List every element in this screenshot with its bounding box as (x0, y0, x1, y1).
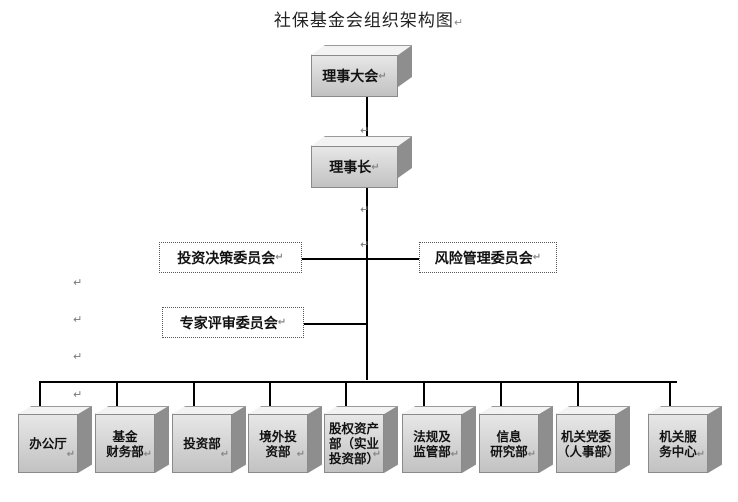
paragraph-mark: ↵ (73, 313, 83, 326)
paragraph-mark: ↵ (73, 276, 83, 289)
committee-risk-management: 风险管理委员会↵ (419, 242, 557, 273)
connector-line (366, 188, 368, 380)
connector-line (577, 381, 579, 406)
paragraph-mark: ↵ (73, 350, 83, 363)
department-label: 法规及 监管部↵ (402, 414, 462, 473)
connector-line (669, 381, 671, 406)
department-label: 投资部↵ (172, 414, 232, 473)
node-label: 理事大会↵ (311, 55, 398, 97)
department-label: 境外投 资部↵ (248, 414, 308, 473)
paragraph-mark: ↵ (73, 388, 83, 401)
connector-line (423, 381, 425, 406)
paragraph-mark: ↵ (360, 238, 370, 251)
connector-line (39, 381, 41, 406)
connector-line (302, 258, 419, 260)
committee-expert-review: 专家评审委员会↵ (162, 307, 304, 338)
connector-line (116, 381, 118, 406)
chart-title: 社保基金会组织架构图↵ (0, 6, 738, 31)
connector-line (304, 323, 367, 325)
chart-title-text: 社保基金会组织架构图 (273, 11, 454, 31)
department-label: 基金 财务部↵ (95, 414, 155, 473)
department-label: 机关服 务中心↵ (648, 414, 708, 473)
connector-line (366, 96, 368, 140)
department-label: 股权资产 部（实业 投资部）↵ (324, 414, 384, 473)
paragraph-mark: ↵ (360, 203, 370, 216)
node-label: 理事长↵ (311, 146, 398, 188)
connector-line (345, 381, 347, 406)
connector-line (193, 381, 195, 406)
paragraph-mark: ↵ (453, 16, 465, 29)
connector-line (269, 381, 271, 406)
department-label: 办公厅↵ (18, 414, 78, 473)
department-label: 信息 研究部↵ (479, 414, 539, 473)
committee-investment-decision: 投资决策委员会↵ (159, 242, 302, 273)
connector-line (500, 381, 502, 406)
paragraph-mark: ↵ (360, 124, 370, 137)
department-label: 机关党委 （人事部）↵ (556, 414, 620, 473)
connector-line (39, 381, 677, 383)
